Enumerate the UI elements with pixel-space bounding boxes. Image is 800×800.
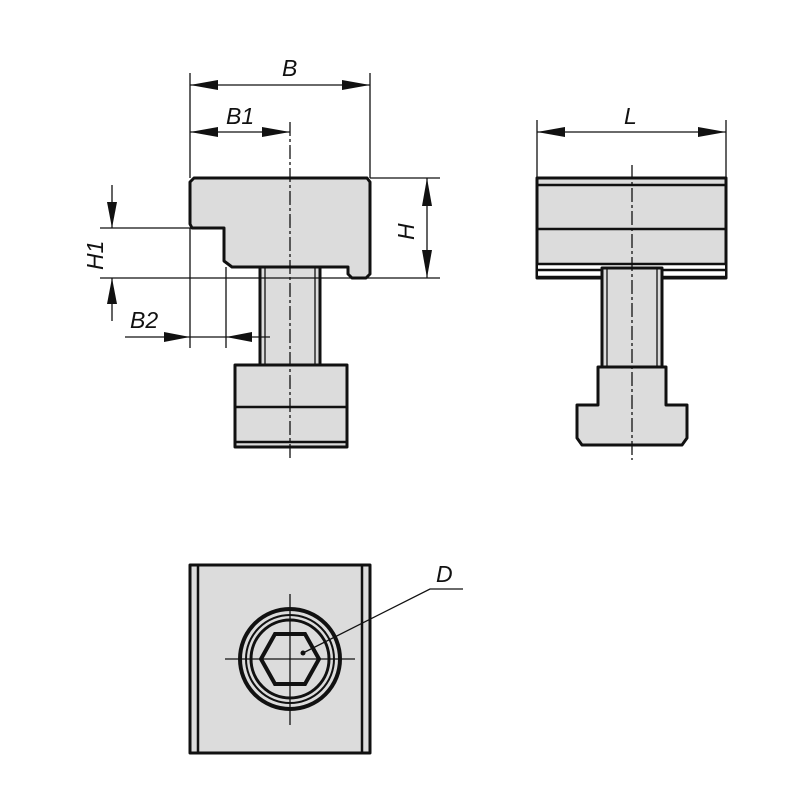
bottom-view: D bbox=[188, 561, 463, 755]
label-h1: H1 bbox=[82, 241, 108, 270]
leader-d bbox=[302, 588, 463, 654]
label-b1: B1 bbox=[226, 103, 254, 129]
label-b: B bbox=[282, 55, 297, 81]
front-body bbox=[188, 176, 372, 280]
front-view: B B1 H H1 B2 bbox=[82, 55, 440, 458]
label-l: L bbox=[624, 103, 637, 129]
label-b2: B2 bbox=[130, 307, 158, 333]
side-view: L bbox=[535, 103, 728, 460]
label-d: D bbox=[436, 561, 453, 587]
label-h: H bbox=[393, 223, 419, 240]
